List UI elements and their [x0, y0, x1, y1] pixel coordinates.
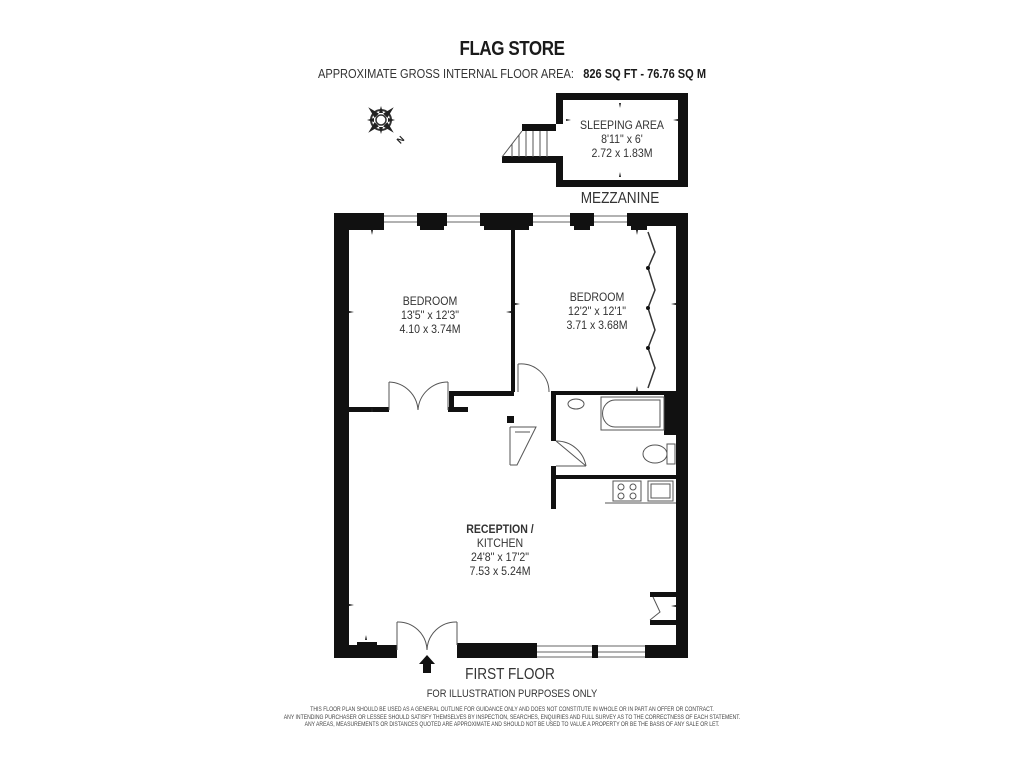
room-label-sleeping-area: SLEEPING AREA 8'11" x 6' 2.72 x 1.83M	[573, 118, 672, 160]
disclaimer-line: THIS FLOOR PLAN SHOULD BE USED AS A GENE…	[310, 706, 714, 713]
room-dimensions-imperial: 12'2" x 12'1"	[568, 304, 626, 318]
disclaimer: THIS FLOOR PLAN SHOULD BE USED AS A GENE…	[92, 706, 932, 729]
room-dimensions-metric: 4.10 x 3.74M	[399, 322, 461, 336]
room-name-line-2: KITCHEN	[476, 536, 524, 550]
windows	[384, 215, 645, 658]
room-label-bedroom-1: BEDROOM 13'5" x 12'3" 4.10 x 3.74M	[377, 294, 483, 336]
disclaimer-line: ANY AREAS, MEASUREMENTS OR DISTANCES QUO…	[304, 721, 720, 728]
floor-area-summary: APPROXIMATE GROSS INTERNAL FLOOR AREA: 8…	[77, 66, 947, 81]
room-dimensions-imperial: 24'8" x 17'2"	[471, 550, 529, 564]
room-dimensions-metric: 3.71 x 3.68M	[566, 318, 628, 332]
floor-area-value: 826 SQ FT - 76.76 SQ M	[583, 66, 707, 81]
north-label: N	[395, 134, 407, 146]
sink-icon	[647, 480, 674, 502]
floor-area-label: APPROXIMATE GROSS INTERNAL FLOOR AREA:	[317, 66, 574, 81]
plan-title: FLAG STORE	[459, 38, 565, 60]
room-name: BEDROOM	[569, 290, 625, 304]
hob-icon	[612, 480, 642, 502]
dimension-markers	[349, 230, 676, 640]
illustration-note: FOR ILLUSTRATION PURPOSES ONLY	[426, 688, 598, 700]
room-name: SLEEPING AREA	[580, 118, 664, 132]
compass-rose-icon: N	[367, 106, 407, 146]
room-dimensions-imperial: 8'11" x 6'	[601, 132, 643, 146]
room-label-bedroom-2: BEDROOM 12'2" x 12'1" 3.71 x 3.68M	[544, 290, 650, 332]
bathtub-icon	[600, 396, 665, 431]
toilet-icon	[642, 444, 668, 464]
room-name: RECEPTION /	[466, 522, 534, 536]
first-floor-walls	[334, 213, 688, 658]
room-label-reception-kitchen: RECEPTION / KITCHEN 24'8" x 17'2" 7.53 x…	[447, 522, 553, 578]
room-dimensions-imperial: 13'5" x 12'3"	[401, 308, 459, 322]
room-dimensions-metric: 7.53 x 5.24M	[469, 564, 531, 578]
disclaimer-line: ANY INTENDING PURCHASER OR LESSEE SHOULD…	[283, 713, 741, 721]
mezzanine-plan	[501, 93, 688, 187]
entrance-arrow-icon	[419, 655, 435, 673]
fixtures	[509, 396, 676, 621]
basin-icon	[567, 398, 585, 410]
level-label-first-floor: FIRST FLOOR	[465, 666, 555, 683]
level-label-mezzanine: MEZZANINE	[580, 190, 660, 207]
room-name: BEDROOM	[402, 294, 458, 308]
room-dimensions-metric: 2.72 x 1.83M	[591, 146, 653, 160]
